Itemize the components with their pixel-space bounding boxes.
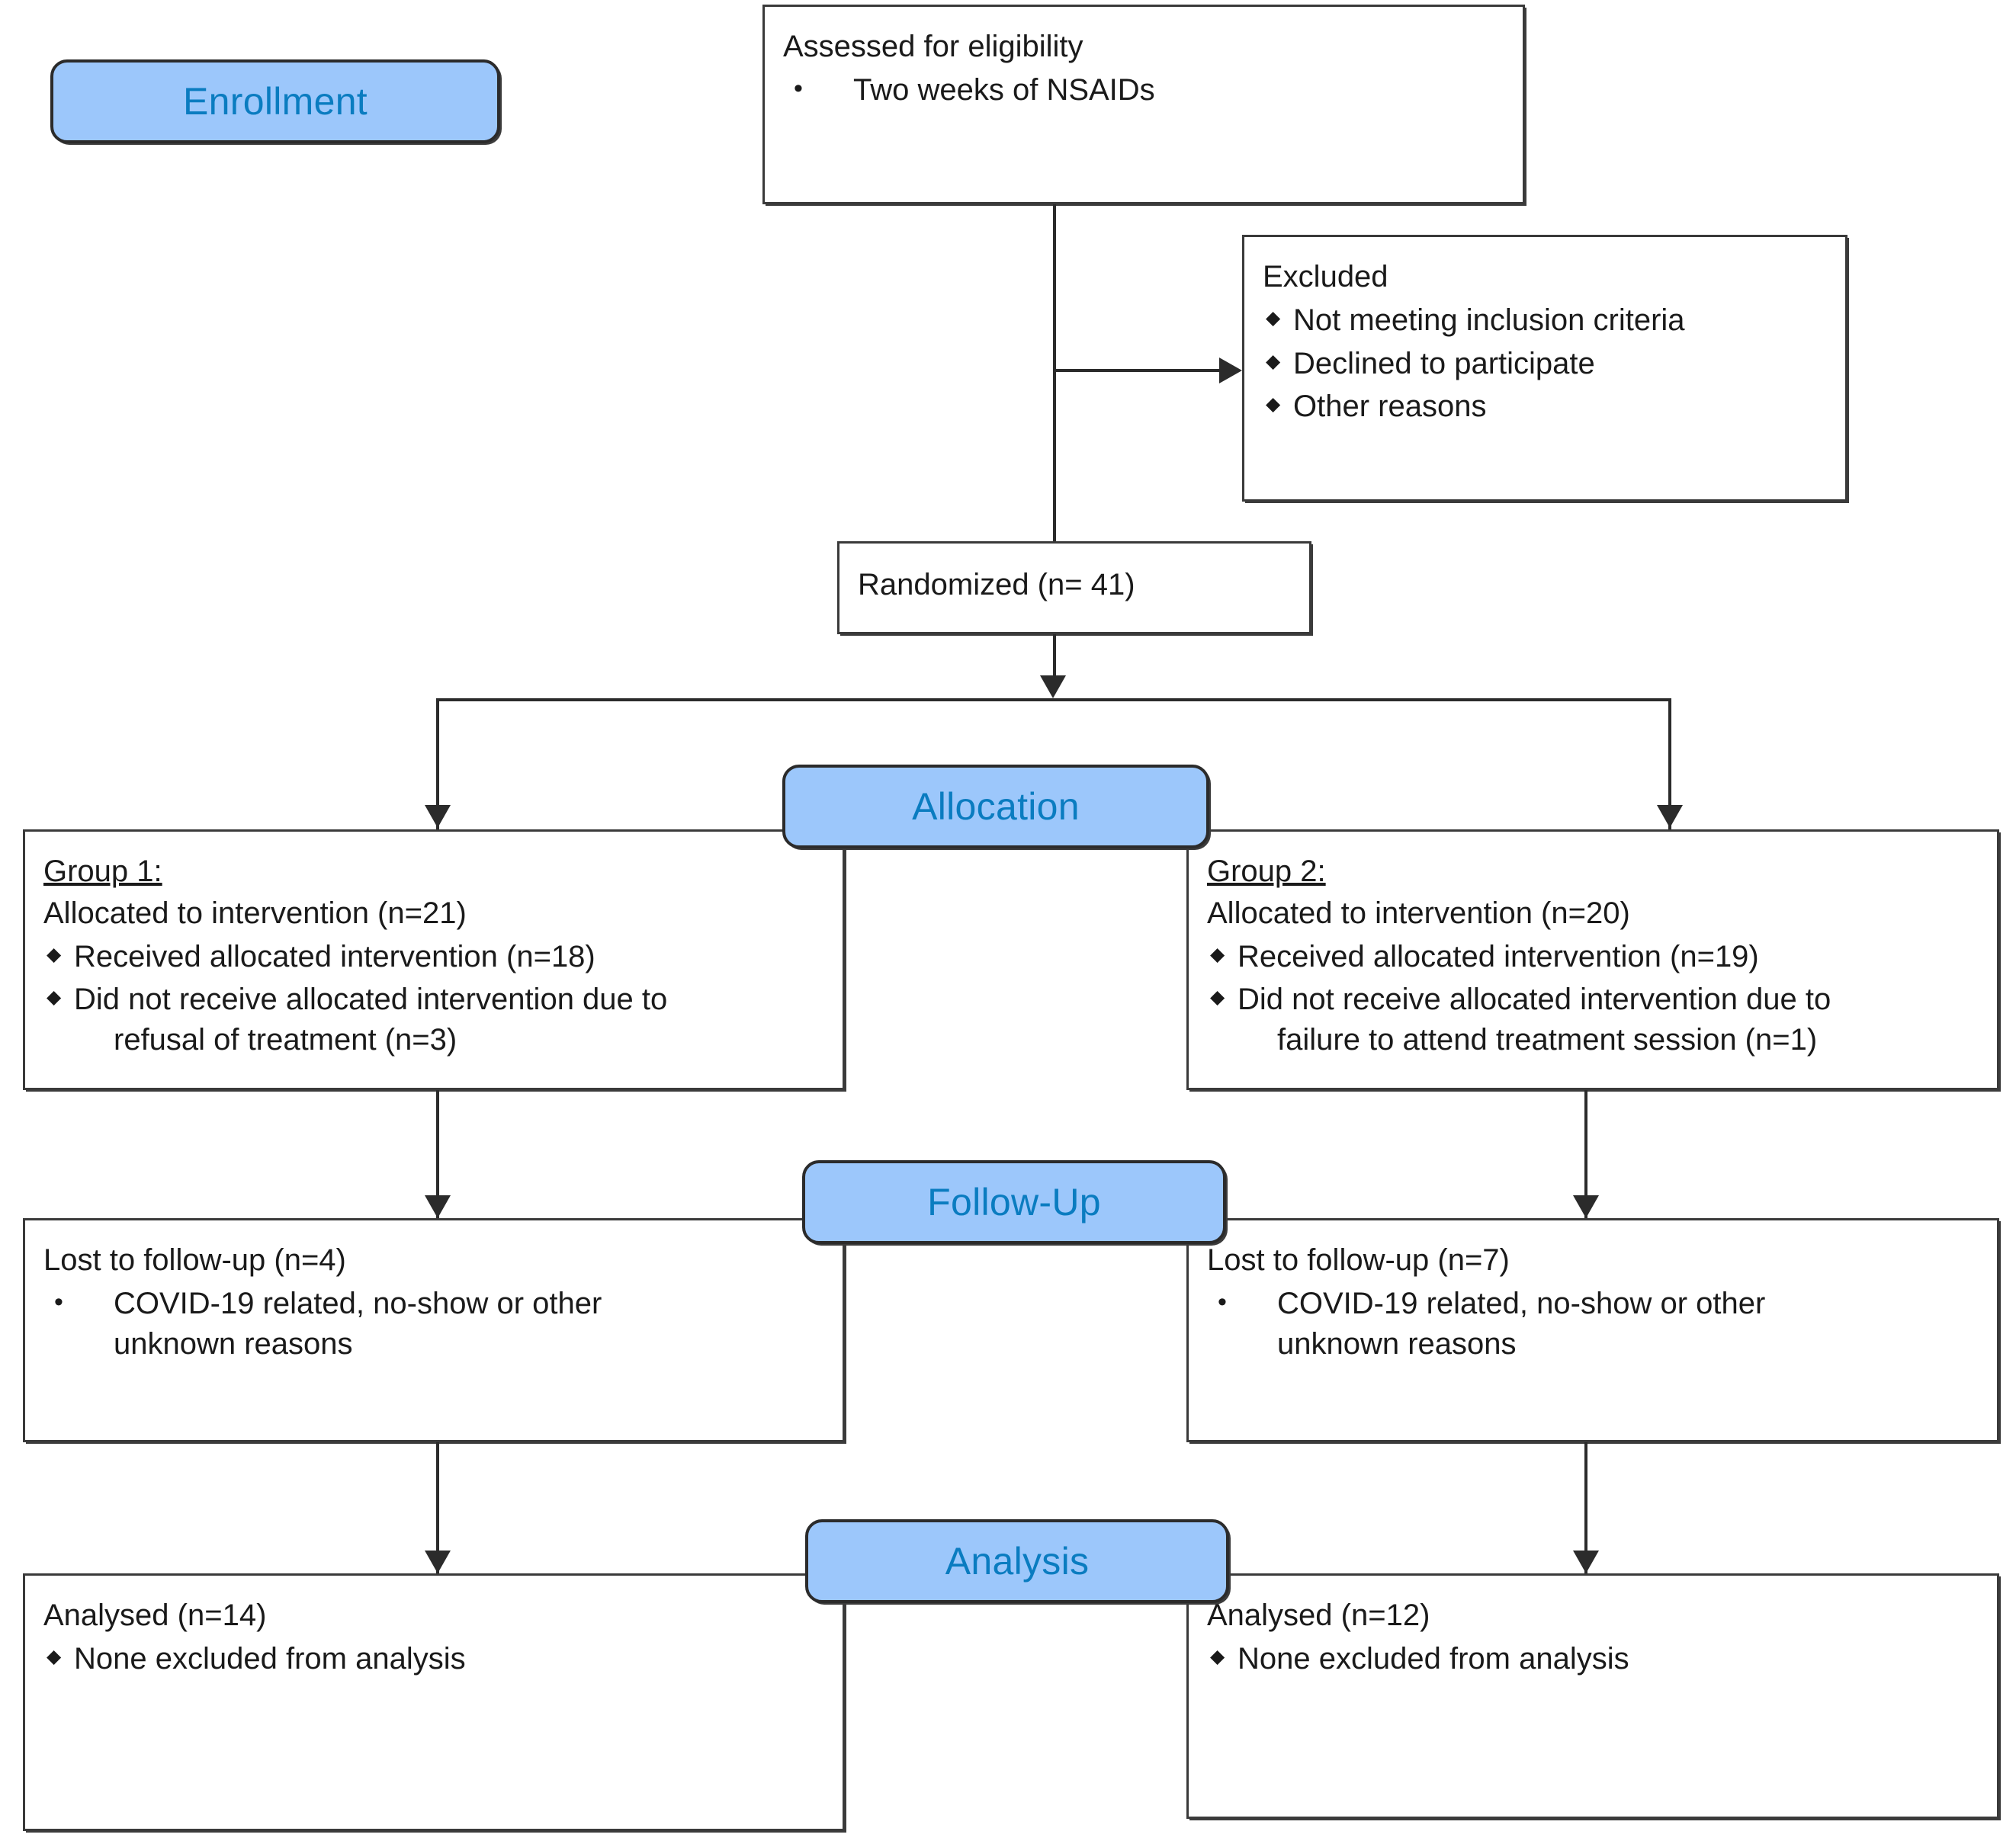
- connector-group2-to-followup: [1584, 1090, 1587, 1218]
- assessed-for-eligibility-box: Assessed for eligibility Two weeks of NS…: [762, 5, 1525, 204]
- group1-allocated-line: Allocated to intervention (n=21): [43, 896, 467, 930]
- excluded-box: Excluded Not meeting inclusion criteria …: [1242, 235, 1847, 502]
- group2-heading-wrap: Group 2:: [1207, 851, 1979, 893]
- list-item: COVID-19 related, no-show or other unkno…: [1207, 1284, 1979, 1365]
- group2-heading: Group 2:: [1207, 855, 1326, 888]
- connector-followup-right-to-analysis: [1584, 1442, 1587, 1573]
- connector-split-to-group2: [1668, 698, 1671, 829]
- stage-badge-enrollment: Enrollment: [50, 59, 500, 143]
- arrowhead-group2-to-followup: [1573, 1195, 1599, 1218]
- stage-badge-analysis-label: Analysis: [945, 1540, 1090, 1583]
- arrowhead-followup-left-to-analysis: [425, 1551, 451, 1573]
- analysis-left-bullet-list: None excluded from analysis: [43, 1639, 824, 1679]
- list-item: None excluded from analysis: [43, 1639, 824, 1679]
- analysis-right-box: Analysed (n=12) None excluded from analy…: [1186, 1573, 1999, 1819]
- arrowhead-to-group2: [1657, 805, 1683, 828]
- list-item: Declined to participate: [1263, 344, 1827, 384]
- stage-badge-followup: Follow-Up: [802, 1160, 1226, 1244]
- group2-allocation-box: Group 2: Allocated to intervention (n=20…: [1186, 829, 1999, 1090]
- connector-assessed-to-excluded: [1053, 369, 1219, 372]
- followup-right-bullet-list: COVID-19 related, no-show or other unkno…: [1207, 1284, 1979, 1365]
- stage-badge-analysis: Analysis: [805, 1519, 1229, 1603]
- list-item: Two weeks of NSAIDs: [783, 70, 1504, 111]
- group1-bullet-list: Received allocated intervention (n=18) D…: [43, 937, 824, 1060]
- stage-badge-allocation-label: Allocation: [912, 785, 1080, 828]
- list-item: Other reasons: [1263, 386, 1827, 427]
- followup-left-title: Lost to follow-up (n=4): [43, 1243, 346, 1277]
- stage-badge-followup-label: Follow-Up: [927, 1181, 1101, 1223]
- connector-assessed-to-randomized: [1053, 204, 1056, 542]
- connector-followup-left-to-analysis: [436, 1442, 439, 1573]
- list-item: Not meeting inclusion criteria: [1263, 300, 1827, 341]
- followup-left-bullet-list: COVID-19 related, no-show or other unkno…: [43, 1284, 824, 1365]
- randomized-box: Randomized (n= 41): [837, 541, 1311, 634]
- group2-bullet-list: Received allocated intervention (n=19) D…: [1207, 937, 1979, 1060]
- followup-right-title: Lost to follow-up (n=7): [1207, 1243, 1510, 1277]
- analysis-left-box: Analysed (n=14) None excluded from analy…: [23, 1573, 845, 1831]
- arrowhead-randomized-to-split: [1040, 675, 1066, 698]
- group2-allocated-line: Allocated to intervention (n=20): [1207, 896, 1630, 930]
- list-item: COVID-19 related, no-show or other unkno…: [43, 1284, 824, 1365]
- stage-badge-allocation: Allocation: [782, 765, 1209, 848]
- group1-allocation-box: Group 1: Allocated to intervention (n=21…: [23, 829, 845, 1090]
- arrowhead-to-group1: [425, 805, 451, 828]
- list-item: None excluded from analysis: [1207, 1639, 1979, 1679]
- followup-right-box: Lost to follow-up (n=7) COVID-19 related…: [1186, 1218, 1999, 1442]
- randomized-title: Randomized (n= 41): [858, 568, 1135, 601]
- connector-group1-to-followup: [436, 1090, 439, 1218]
- connector-split-to-group1: [436, 698, 439, 829]
- arrowhead-followup-right-to-analysis: [1573, 1551, 1599, 1573]
- arrowhead-to-excluded: [1219, 358, 1242, 383]
- stage-badge-enrollment-label: Enrollment: [183, 80, 368, 123]
- assessed-title: Assessed for eligibility: [783, 30, 1083, 63]
- list-item: Received allocated intervention (n=18): [43, 937, 824, 977]
- excluded-bullet-list: Not meeting inclusion criteria Declined …: [1263, 300, 1827, 427]
- assessed-bullet-list: Two weeks of NSAIDs: [783, 70, 1504, 111]
- analysis-right-title: Analysed (n=12): [1207, 1599, 1430, 1632]
- list-item: Received allocated intervention (n=19): [1207, 937, 1979, 977]
- group1-heading-wrap: Group 1:: [43, 851, 824, 893]
- split-bar-allocation: [436, 698, 1671, 701]
- analysis-left-title: Analysed (n=14): [43, 1599, 267, 1632]
- connector-randomized-down: [1053, 634, 1056, 677]
- list-item: Did not receive allocated intervention d…: [43, 980, 824, 1060]
- group1-heading: Group 1:: [43, 855, 162, 888]
- list-item: Did not receive allocated intervention d…: [1207, 980, 1979, 1060]
- followup-left-box: Lost to follow-up (n=4) COVID-19 related…: [23, 1218, 845, 1442]
- arrowhead-group1-to-followup: [425, 1195, 451, 1218]
- analysis-right-bullet-list: None excluded from analysis: [1207, 1639, 1979, 1679]
- excluded-title: Excluded: [1263, 260, 1388, 293]
